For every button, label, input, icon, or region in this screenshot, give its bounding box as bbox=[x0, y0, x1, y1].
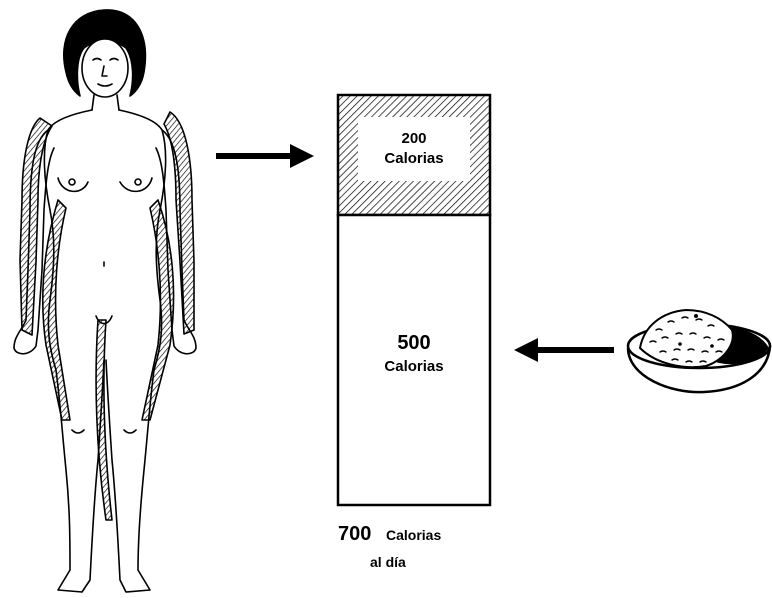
total-per-day: al día bbox=[370, 555, 406, 570]
bottom-segment-value: 500 bbox=[362, 333, 466, 354]
woman-figure-icon bbox=[14, 10, 196, 592]
top-segment-value: 200 bbox=[382, 131, 446, 147]
total-value: 700 bbox=[338, 524, 371, 545]
total-unit: Calorias bbox=[386, 528, 441, 543]
top-segment-unit: Calorias bbox=[352, 151, 476, 167]
bottom-segment-unit: Calorias bbox=[352, 359, 476, 375]
right-arrow-icon bbox=[216, 144, 314, 168]
food-bowl-icon bbox=[628, 310, 770, 392]
bar-top-label-box bbox=[358, 117, 470, 181]
left-arrow-icon bbox=[514, 338, 614, 362]
